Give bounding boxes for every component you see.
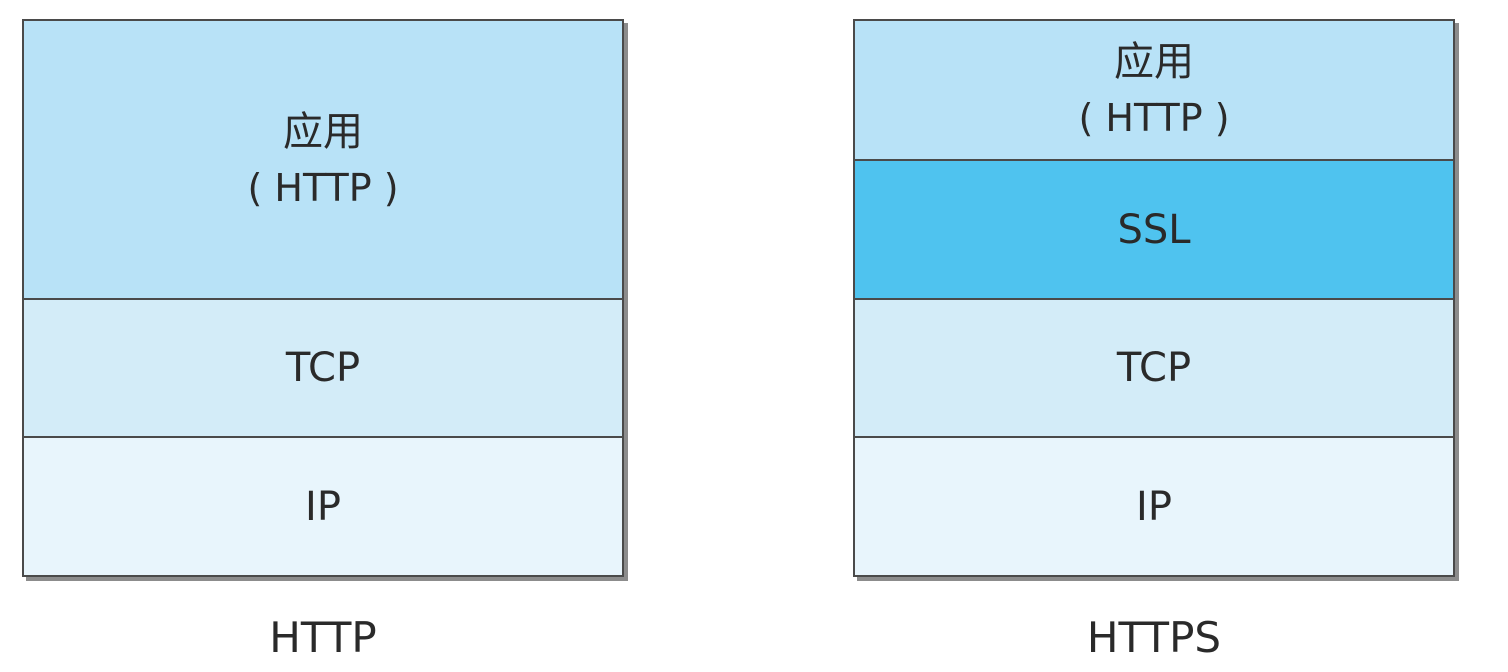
https-ip-layer: IP	[855, 436, 1453, 575]
http-application-layer: 应用 ( HTTP )	[24, 21, 622, 298]
https-ip-layer-label: IP	[1136, 483, 1172, 530]
https-ssl-layer: SSL	[855, 159, 1453, 298]
https-ssl-layer-label: SSL	[1117, 206, 1191, 253]
http-stack-caption: HTTP	[269, 613, 377, 662]
https-stack-caption: HTTPS	[1086, 613, 1222, 662]
http-application-layer-label: 应用	[283, 108, 363, 155]
http-protocol-stack: 应用 ( HTTP ) TCP IP	[22, 19, 624, 577]
http-tcp-layer-label: TCP	[285, 345, 361, 391]
https-protocol-stack: 应用 ( HTTP ) SSL TCP IP	[853, 19, 1455, 577]
https-tcp-layer-label: TCP	[1116, 345, 1192, 391]
https-application-layer-protocol: ( HTTP )	[1078, 96, 1230, 140]
http-tcp-layer: TCP	[24, 298, 622, 436]
http-ip-layer-label: IP	[305, 483, 341, 530]
http-ip-layer: IP	[24, 436, 622, 575]
https-application-layer-label: 应用	[1114, 39, 1194, 85]
http-application-layer-protocol: ( HTTP )	[247, 165, 399, 210]
https-tcp-layer: TCP	[855, 298, 1453, 436]
https-application-layer: 应用 ( HTTP )	[855, 21, 1453, 159]
